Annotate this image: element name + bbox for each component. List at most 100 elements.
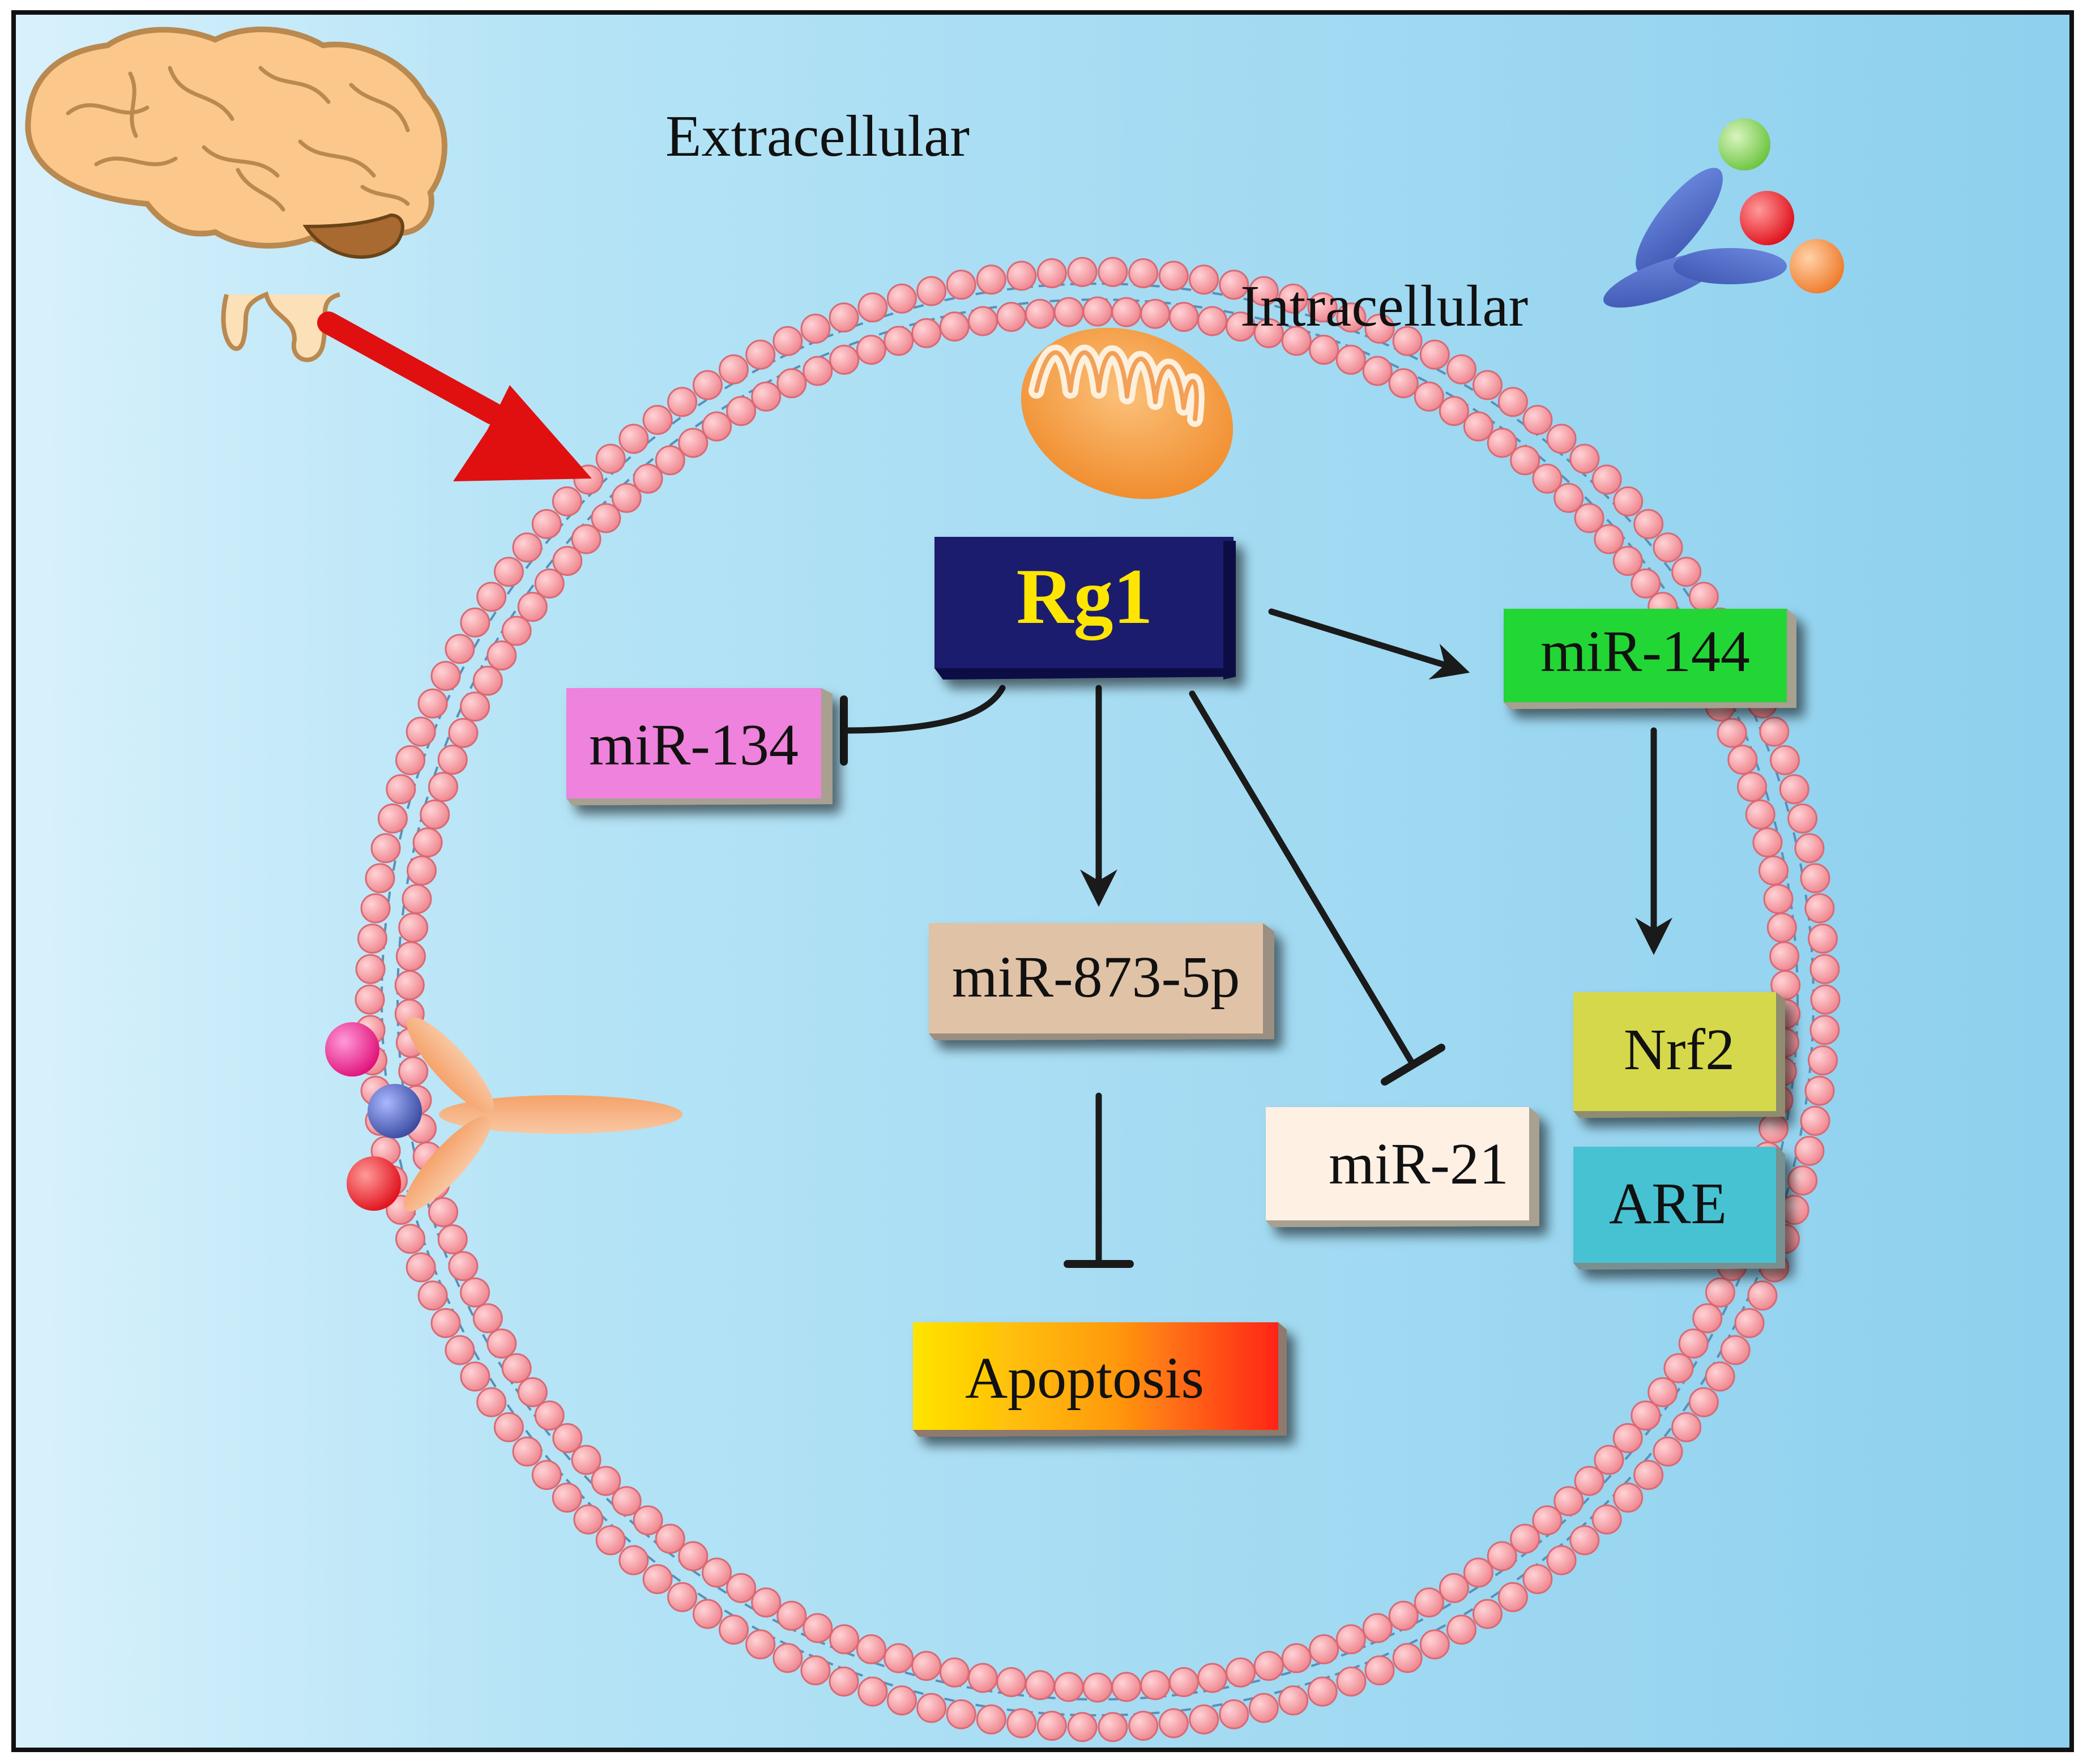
membrane-lipid-head bbox=[406, 1252, 436, 1283]
membrane-lipid-head bbox=[702, 1557, 732, 1588]
membrane-lipid-head bbox=[1787, 803, 1818, 834]
membrane-lipid-head bbox=[1752, 827, 1783, 858]
membrane-lipid-head bbox=[1546, 424, 1577, 454]
membrane-lipid-head bbox=[1036, 258, 1067, 288]
membrane-lipid-head bbox=[1388, 1600, 1419, 1631]
membrane-lipid-head bbox=[1463, 411, 1493, 442]
membrane-lipid-head bbox=[395, 1224, 425, 1254]
membrane-lipid-head bbox=[642, 1564, 673, 1594]
membrane-lipid-head bbox=[1336, 1666, 1367, 1697]
membrane-lipid-head bbox=[1766, 912, 1797, 943]
membrane-lipid-head bbox=[1787, 1165, 1818, 1196]
membrane-lipid-head bbox=[1794, 833, 1825, 864]
membrane-lipid-head bbox=[1307, 1676, 1338, 1707]
membrane-lipid-head bbox=[531, 509, 562, 539]
membrane-lipid-head bbox=[1140, 1670, 1171, 1701]
node-nrf2 bbox=[1573, 992, 1785, 1118]
node-mir144 bbox=[1504, 609, 1796, 709]
membrane-lipid-head bbox=[398, 912, 429, 943]
membrane-lipid-head bbox=[1569, 1525, 1600, 1556]
membrane-lipid-head bbox=[1111, 1672, 1142, 1702]
membrane-lipid-head bbox=[1574, 1466, 1604, 1496]
membrane-lipid-head bbox=[1720, 1335, 1751, 1365]
membrane-lipid-head bbox=[829, 344, 860, 375]
membrane-lipid-head bbox=[1446, 1614, 1476, 1645]
membrane-lipid-head bbox=[719, 1614, 749, 1645]
membrane-lipid-head bbox=[357, 924, 387, 954]
membrane-lipid-head bbox=[1168, 1667, 1199, 1697]
membrane-lipid-head bbox=[829, 1624, 860, 1655]
membrane-lipid-head bbox=[1497, 387, 1528, 417]
membrane-lipid-head bbox=[370, 833, 401, 864]
membrane-lipid-head bbox=[1800, 863, 1830, 894]
membrane-lipid-head bbox=[967, 306, 998, 336]
membrane-lipid-head bbox=[1419, 339, 1450, 370]
membrane-lipid-head bbox=[1769, 941, 1800, 972]
extracellular-label: Extracellular bbox=[665, 104, 970, 169]
membrane-lipid-head bbox=[1759, 1113, 1789, 1144]
membrane-lipid-head bbox=[884, 1643, 914, 1673]
membrane-lipid-head bbox=[1510, 1523, 1540, 1554]
membrane-lipid-head bbox=[1510, 445, 1540, 476]
membrane-lipid-head bbox=[501, 1353, 532, 1383]
membrane-lipid-head bbox=[552, 486, 582, 516]
node-are-label: ARE bbox=[1609, 1171, 1727, 1236]
membrane-lipid-head bbox=[886, 283, 917, 314]
membrane-lipid-head bbox=[395, 941, 426, 972]
membrane-lipid-head bbox=[1809, 1015, 1840, 1045]
membrane-lipid-head bbox=[420, 799, 450, 830]
membrane-lipid-head bbox=[1082, 1672, 1113, 1703]
membrane-lipid-head bbox=[460, 607, 490, 638]
membrane-lipid-head bbox=[1522, 405, 1553, 435]
membrane-lipid-head bbox=[1140, 298, 1171, 329]
membrane-lipid-head bbox=[531, 1460, 562, 1490]
membrane-lipid-head bbox=[1336, 302, 1367, 333]
mitochondrion-icon bbox=[1021, 327, 1234, 499]
membrane-lipid-head bbox=[1779, 774, 1809, 805]
membrane-lipid-head bbox=[1128, 1711, 1159, 1741]
membrane-lipid-head bbox=[517, 1377, 548, 1407]
membrane-lipid-head bbox=[476, 1387, 507, 1417]
membrane-lipid-head bbox=[745, 1629, 776, 1660]
node-mir21 bbox=[1266, 1107, 1539, 1227]
membrane-lipid-head bbox=[493, 557, 524, 587]
membrane-lipid-head bbox=[1364, 1655, 1395, 1686]
membrane-lipid-head bbox=[417, 688, 448, 719]
membrane-lipid-head bbox=[1168, 302, 1199, 332]
membrane-lipid-head bbox=[430, 661, 461, 691]
node-are bbox=[1573, 1147, 1785, 1270]
membrane-lipid-head bbox=[1158, 260, 1189, 291]
membrane-lipid-head bbox=[776, 368, 807, 399]
membrane-lipid-head bbox=[1219, 1699, 1249, 1729]
membrane-lipid-head bbox=[1613, 486, 1644, 516]
membrane-lipid-head bbox=[773, 326, 803, 356]
brain-icon bbox=[25, 26, 447, 362]
membrane-lipid-head bbox=[1522, 1564, 1553, 1594]
membrane-lipid-head bbox=[1759, 716, 1790, 747]
membrane-lipid-head bbox=[1613, 1483, 1644, 1513]
membrane-lipid-head bbox=[1446, 354, 1476, 385]
membrane-lipid-head bbox=[1335, 1624, 1366, 1655]
membrane-lipid-head bbox=[1594, 524, 1624, 554]
membrane-lipid-head bbox=[1591, 1504, 1622, 1535]
membrane-lipid-head bbox=[1594, 1445, 1624, 1475]
membrane-lipid-head bbox=[1197, 306, 1228, 336]
membrane-lipid-head bbox=[1633, 509, 1664, 539]
membrane-lipid-head bbox=[412, 827, 443, 858]
membrane-lipid-head bbox=[1653, 532, 1683, 563]
inhibit-bar bbox=[1381, 1044, 1445, 1086]
membrane-lipid-head bbox=[1745, 799, 1776, 830]
membrane-lipid-head bbox=[571, 524, 601, 554]
membrane-lipid-head bbox=[693, 370, 723, 400]
node-mir873 bbox=[929, 923, 1274, 1040]
membrane-lipid-head bbox=[1197, 1663, 1228, 1693]
membrane-lipid-head bbox=[552, 1423, 583, 1453]
membrane-lipid-head bbox=[1248, 1693, 1279, 1723]
membrane-lipid-head bbox=[1591, 464, 1622, 495]
membrane-lipid-head bbox=[1737, 772, 1767, 802]
membrane-lipid-head bbox=[406, 716, 436, 747]
membrane-lipid-head bbox=[1414, 1587, 1444, 1618]
membrane-lipid-head bbox=[1553, 1486, 1584, 1517]
membrane-lipid-head bbox=[611, 482, 642, 513]
membrane-lipid-head bbox=[1439, 1573, 1469, 1603]
